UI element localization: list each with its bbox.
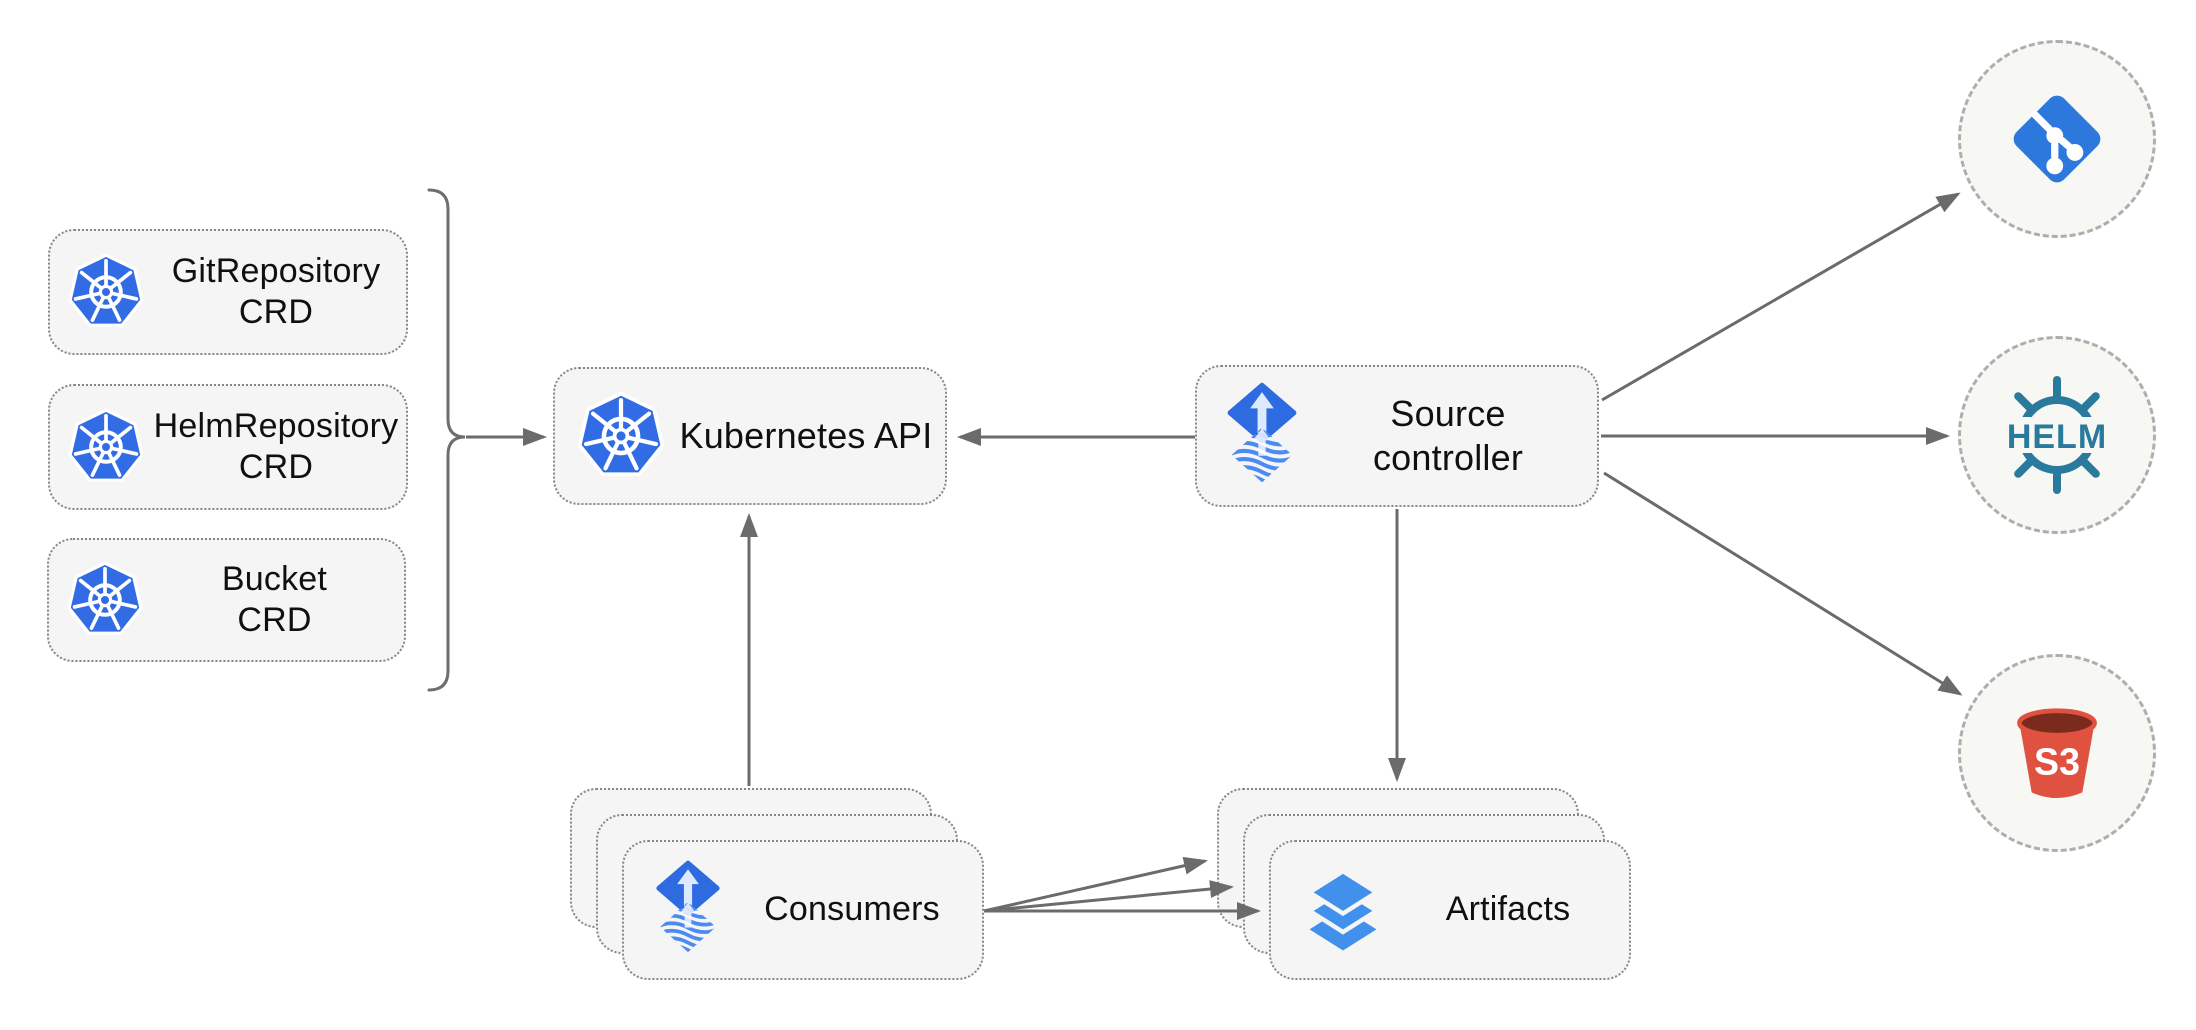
- helm-icon: HELM: [1992, 370, 2122, 500]
- node-bucket-crd: Bucket CRD: [47, 538, 406, 662]
- node-label: HelmRepository CRD: [153, 406, 399, 486]
- node-label: GitRepository CRD: [171, 251, 381, 331]
- node-consumers: Consumers: [622, 840, 984, 980]
- s3-bucket-icon: S3: [1996, 692, 2118, 814]
- artifacts-icon: [1299, 866, 1387, 954]
- arrow-source-to-s3: [1603, 471, 1963, 696]
- kubernetes-icon: [66, 407, 146, 487]
- arrow-consumers-to-artifacts-back: [983, 856, 1208, 913]
- s3-wordmark: S3: [2034, 741, 2080, 783]
- flux-icon: [1225, 381, 1299, 492]
- kubernetes-icon: [65, 560, 145, 640]
- external-git-circle: [1958, 40, 2156, 238]
- node-label: Source controller: [1372, 393, 1524, 478]
- git-icon: [2001, 83, 2113, 195]
- arrow-source-to-git: [1601, 192, 1961, 402]
- external-s3-circle: S3: [1958, 654, 2156, 852]
- node-helmrepository-crd: HelmRepository CRD: [48, 384, 408, 510]
- node-label: Bucket CRD: [221, 559, 328, 639]
- helm-wordmark: HELM: [2007, 418, 2107, 456]
- node-gitrepository-crd: GitRepository CRD: [48, 229, 408, 355]
- node-kubernetes-api: Kubernetes API: [553, 367, 947, 505]
- arrow-consumers-to-artifacts-middle: [983, 880, 1234, 913]
- external-helm-circle: HELM: [1958, 336, 2156, 534]
- kubernetes-icon: [66, 252, 146, 332]
- kubernetes-icon: [575, 390, 667, 482]
- crd-group-bracket: [427, 188, 466, 692]
- node-label: Consumers: [764, 890, 940, 929]
- node-source-controller: Source controller: [1195, 365, 1599, 507]
- node-label: Artifacts: [1445, 890, 1571, 929]
- flux-icon: [654, 859, 722, 961]
- node-artifacts: Artifacts: [1269, 840, 1631, 980]
- node-label: Kubernetes API: [679, 415, 933, 457]
